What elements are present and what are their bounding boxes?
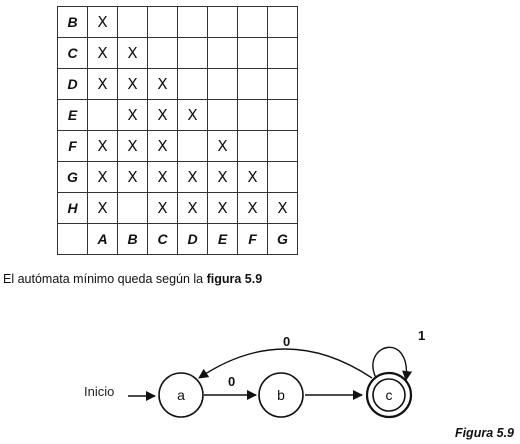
column-label: G: [267, 223, 298, 255]
transition-c-c: [372, 346, 413, 381]
table-cell: [237, 6, 268, 38]
table-cell: X: [147, 99, 178, 131]
row-label: B: [57, 6, 88, 38]
table-cell: [177, 68, 208, 100]
table-cell: [117, 6, 148, 38]
text-paragraph: El autómata mínimo queda según la figura…: [3, 272, 262, 286]
table-cell: [177, 6, 208, 38]
table-cell: X: [117, 161, 148, 193]
corner-cell: [57, 223, 88, 255]
table-cell: X: [117, 130, 148, 162]
start-label: Inicio: [84, 384, 114, 399]
state-c-label: c: [386, 387, 393, 403]
table-cell: [207, 37, 238, 69]
table-cell: X: [87, 37, 118, 69]
table-cell: [177, 130, 208, 162]
table-cell: X: [207, 130, 238, 162]
table-cell: [267, 161, 298, 193]
table-cell: X: [147, 161, 178, 193]
table-cell: X: [267, 192, 298, 224]
table-cell: [237, 37, 268, 69]
row-label: E: [57, 99, 88, 131]
column-label: B: [117, 223, 148, 255]
table-cell: [237, 68, 268, 100]
row-label: F: [57, 130, 88, 162]
table-cell: [267, 130, 298, 162]
state-b-label: b: [277, 387, 285, 403]
table-cell: [147, 37, 178, 69]
column-label: D: [177, 223, 208, 255]
table-cell: [237, 99, 268, 131]
table-cell: [207, 6, 238, 38]
state-b: b: [258, 372, 304, 418]
table-cell: [207, 68, 238, 100]
state-a: a: [158, 372, 204, 418]
table-cell: X: [87, 161, 118, 193]
table-cell: X: [177, 161, 208, 193]
table-cell: [267, 68, 298, 100]
table-cell: [267, 6, 298, 38]
row-label: H: [57, 192, 88, 224]
state-a-label: a: [177, 387, 185, 403]
table-cell: [237, 130, 268, 162]
table-cell: X: [117, 68, 148, 100]
table-cell: [87, 99, 118, 131]
automaton-diagram: Inicio 0 0 1 a b c: [84, 328, 425, 419]
column-label: C: [147, 223, 178, 255]
row-label: D: [57, 68, 88, 100]
sentence-text: El autómata mínimo queda según la: [3, 272, 207, 286]
table-cell: X: [87, 192, 118, 224]
table-cell: X: [87, 68, 118, 100]
transition-c-a: [198, 348, 373, 379]
transition-c-c-label: 1: [418, 328, 425, 343]
figure-caption: Figura 5.9: [454, 426, 514, 440]
row-label: C: [57, 37, 88, 69]
table-cell: [177, 37, 208, 69]
table-cell: X: [237, 161, 268, 193]
table-cell: X: [177, 99, 208, 131]
figure-reference: figura 5.9: [206, 272, 263, 286]
state-c-accepting: c: [365, 371, 413, 419]
table-cell: [267, 37, 298, 69]
table-cell: X: [237, 192, 268, 224]
table-cell: X: [87, 6, 118, 38]
table-cell: X: [147, 130, 178, 162]
table-cell: X: [207, 192, 238, 224]
table-cell: [267, 99, 298, 131]
table-cell: X: [147, 68, 178, 100]
table-cell: X: [177, 192, 208, 224]
table-cell: [207, 99, 238, 131]
column-label: A: [87, 223, 118, 255]
table-cell: [117, 192, 148, 224]
row-label: G: [57, 161, 88, 193]
table-cell: X: [147, 192, 178, 224]
table-cell: X: [117, 37, 148, 69]
table-cell: X: [117, 99, 148, 131]
table-cell: [147, 6, 178, 38]
column-label: F: [237, 223, 268, 255]
transition-c-a-label: 0: [283, 334, 290, 349]
transition-a-b-label: 0: [228, 374, 235, 389]
table-cell: X: [87, 130, 118, 162]
table-cell: X: [207, 161, 238, 193]
column-label: E: [207, 223, 238, 255]
